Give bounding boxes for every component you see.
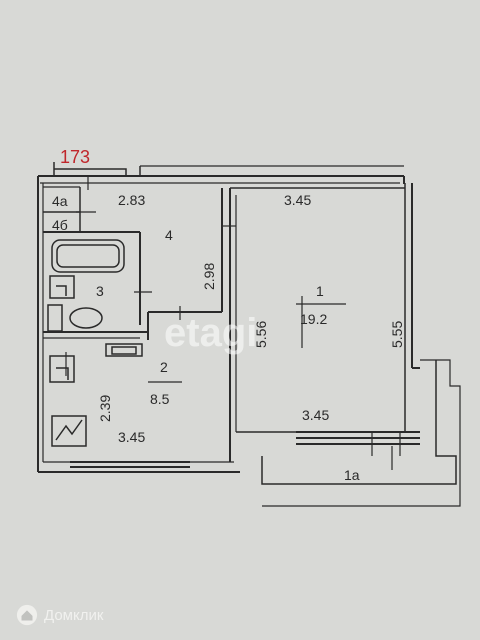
room-3-label: 3: [96, 283, 104, 299]
room-2-label: 2: [160, 359, 168, 375]
bathtub: [51, 239, 125, 273]
toilet: [47, 304, 103, 332]
house-logo-icon: [16, 604, 38, 626]
room-4a-label: 4а: [52, 193, 68, 209]
dim-room1-left: 5.56: [253, 321, 269, 348]
watermark: etagi: [164, 311, 257, 355]
dim-room2-width: 3.45: [118, 429, 145, 445]
room-1-area: 19.2: [300, 311, 327, 327]
dim-room1-bottom: 3.45: [302, 407, 329, 423]
gas-boiler-icon: [51, 415, 87, 447]
apartment-number: 173: [60, 147, 90, 167]
dim-room2-height: 2.39: [97, 395, 113, 422]
room-1-label: 1: [316, 283, 324, 299]
sink: [49, 275, 75, 299]
room-4b-label: 4б: [52, 217, 68, 233]
room-1a-label: 1а: [344, 467, 360, 483]
room-2-area: 8.5: [150, 391, 170, 407]
kitchen-sink: [105, 343, 143, 357]
domclick-brand: Домклик: [16, 604, 103, 626]
room-4-label: 4: [165, 227, 173, 243]
dim-room4-height: 2.98: [201, 263, 217, 290]
brand-name: Домклик: [44, 606, 104, 624]
dim-room1-right: 5.55: [389, 321, 405, 348]
door-ticks: [65, 176, 393, 470]
stove: [49, 355, 75, 383]
walls: [37, 162, 461, 507]
dim-room1-top: 3.45: [284, 192, 311, 208]
dim-room4-width: 2.83: [118, 192, 145, 208]
